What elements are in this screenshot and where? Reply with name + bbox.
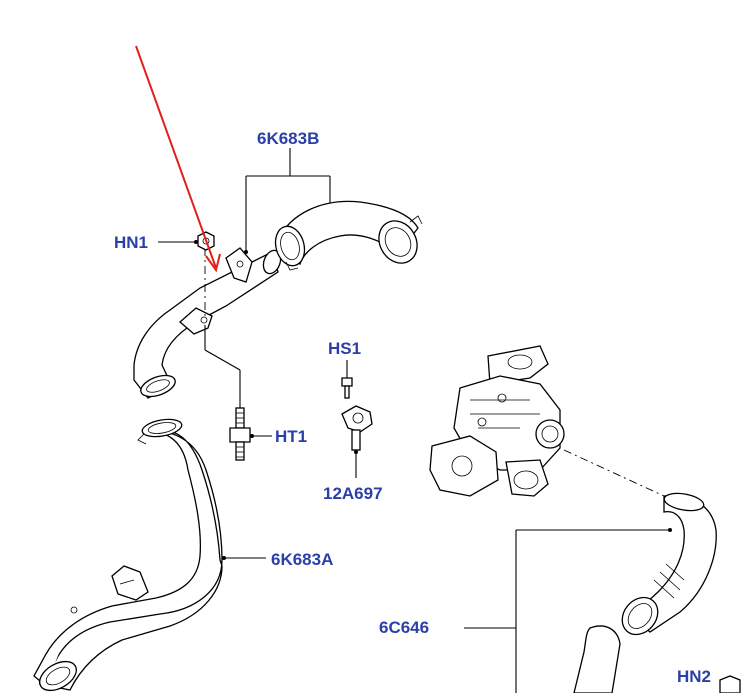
stud-ht1	[229, 407, 251, 461]
leader-6c646	[464, 528, 672, 693]
intercooler-pipe-lower	[33, 418, 223, 692]
leader-6k683a	[222, 556, 266, 560]
label-6k683a: 6K683A	[271, 550, 334, 569]
turbo-hose	[573, 492, 717, 693]
label-hs1: HS1	[328, 339, 362, 358]
label-hn2: HN2	[677, 667, 712, 686]
intercooler-hose-upper	[274, 200, 423, 271]
label-hn1: HN1	[114, 233, 149, 252]
screw-hs1	[341, 360, 353, 399]
label-6k683b: 6K683B	[257, 129, 320, 148]
turbocharger	[429, 345, 565, 497]
nut-hn2	[719, 675, 741, 693]
leader-ht1	[204, 325, 272, 438]
intercooler-pipe-upper	[133, 247, 282, 399]
sensor-12a697	[341, 405, 373, 478]
label-12a697: 12A697	[323, 484, 383, 503]
label-6c646: 6C646	[379, 618, 430, 637]
annotation-arrow	[135, 45, 221, 273]
label-ht1: HT1	[275, 427, 308, 446]
turbo-centerline	[563, 449, 665, 497]
